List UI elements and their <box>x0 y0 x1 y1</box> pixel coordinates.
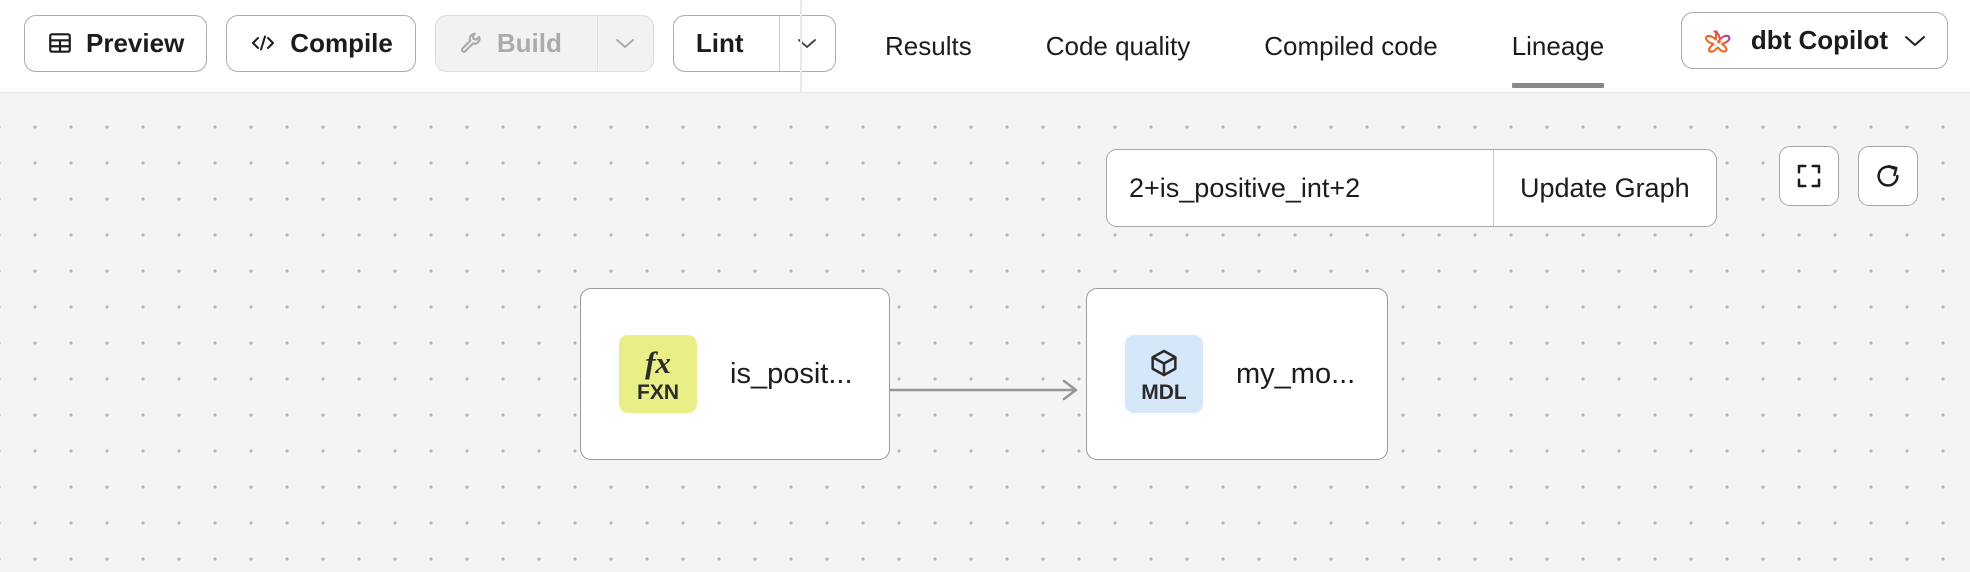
graph-selector-control: Update Graph <box>1106 149 1717 227</box>
toolbar-divider <box>800 0 802 92</box>
model-node-label: my_mo... <box>1236 357 1356 390</box>
function-node-label: is_posit... <box>730 357 853 390</box>
table-grid-icon <box>47 30 73 56</box>
result-tabs: Results Code quality Compiled code Linea… <box>848 0 1641 92</box>
cube-icon: MDL <box>1125 335 1203 413</box>
update-graph-label: Update Graph <box>1520 172 1690 203</box>
fx-glyph: fx <box>645 345 671 380</box>
lint-button[interactable]: Lint <box>674 16 766 71</box>
editor-header: Preview Compile <box>0 0 1970 93</box>
tab-compiled-code[interactable]: Compiled code <box>1227 0 1474 92</box>
tab-code-quality[interactable]: Code quality <box>1009 0 1228 92</box>
lineage-canvas[interactable]: Update Graph <box>0 93 1970 572</box>
wrench-icon <box>458 30 484 56</box>
code-brackets-icon <box>249 31 277 55</box>
function-badge-label: FXN <box>637 381 679 404</box>
function-icon: fx FXN <box>619 335 697 413</box>
cube-glyph <box>1148 345 1180 381</box>
fit-view-button[interactable] <box>1779 146 1839 206</box>
dbt-copilot-icon <box>1702 24 1736 58</box>
build-button-label: Build <box>496 27 562 58</box>
lineage-node-model[interactable]: MDL my_mo... <box>1086 288 1388 460</box>
dbt-copilot-button[interactable]: dbt Copilot <box>1680 12 1948 69</box>
build-dropdown-toggle <box>596 15 653 71</box>
lint-button-group[interactable]: Lint <box>672 14 836 72</box>
tab-lineage[interactable]: Lineage <box>1475 0 1642 92</box>
dbt-copilot-label: dbt Copilot <box>1750 25 1888 55</box>
lint-button-label: Lint <box>695 27 744 58</box>
chevron-down-icon <box>1903 33 1927 48</box>
graph-selector-input[interactable] <box>1107 150 1493 226</box>
build-button-group: Build <box>434 14 654 72</box>
fullscreen-fit-icon <box>1794 161 1824 191</box>
preview-button[interactable]: Preview <box>24 14 208 72</box>
lineage-node-function[interactable]: fx FXN is_posit... <box>580 288 890 460</box>
chevron-down-icon <box>614 36 636 50</box>
tab-code-quality-label: Code quality <box>1045 30 1191 61</box>
refresh-button[interactable] <box>1858 146 1918 206</box>
tab-results[interactable]: Results <box>848 0 1009 92</box>
tab-compiled-code-label: Compiled code <box>1264 30 1438 61</box>
compile-button-label: Compile <box>290 27 393 58</box>
model-badge-label: MDL <box>1141 381 1187 404</box>
update-graph-button[interactable]: Update Graph <box>1493 150 1716 226</box>
build-button: Build <box>436 16 584 71</box>
refresh-icon <box>1873 161 1903 191</box>
canvas-tool-group <box>1779 146 1918 206</box>
tab-results-label: Results <box>885 30 972 61</box>
action-button-bar: Preview Compile <box>24 12 836 74</box>
compile-button[interactable]: Compile <box>226 14 416 72</box>
lint-dropdown-toggle[interactable] <box>778 15 835 71</box>
tab-lineage-label: Lineage <box>1511 30 1605 61</box>
preview-button-label: Preview <box>86 27 185 58</box>
lineage-edge <box>888 379 1078 401</box>
